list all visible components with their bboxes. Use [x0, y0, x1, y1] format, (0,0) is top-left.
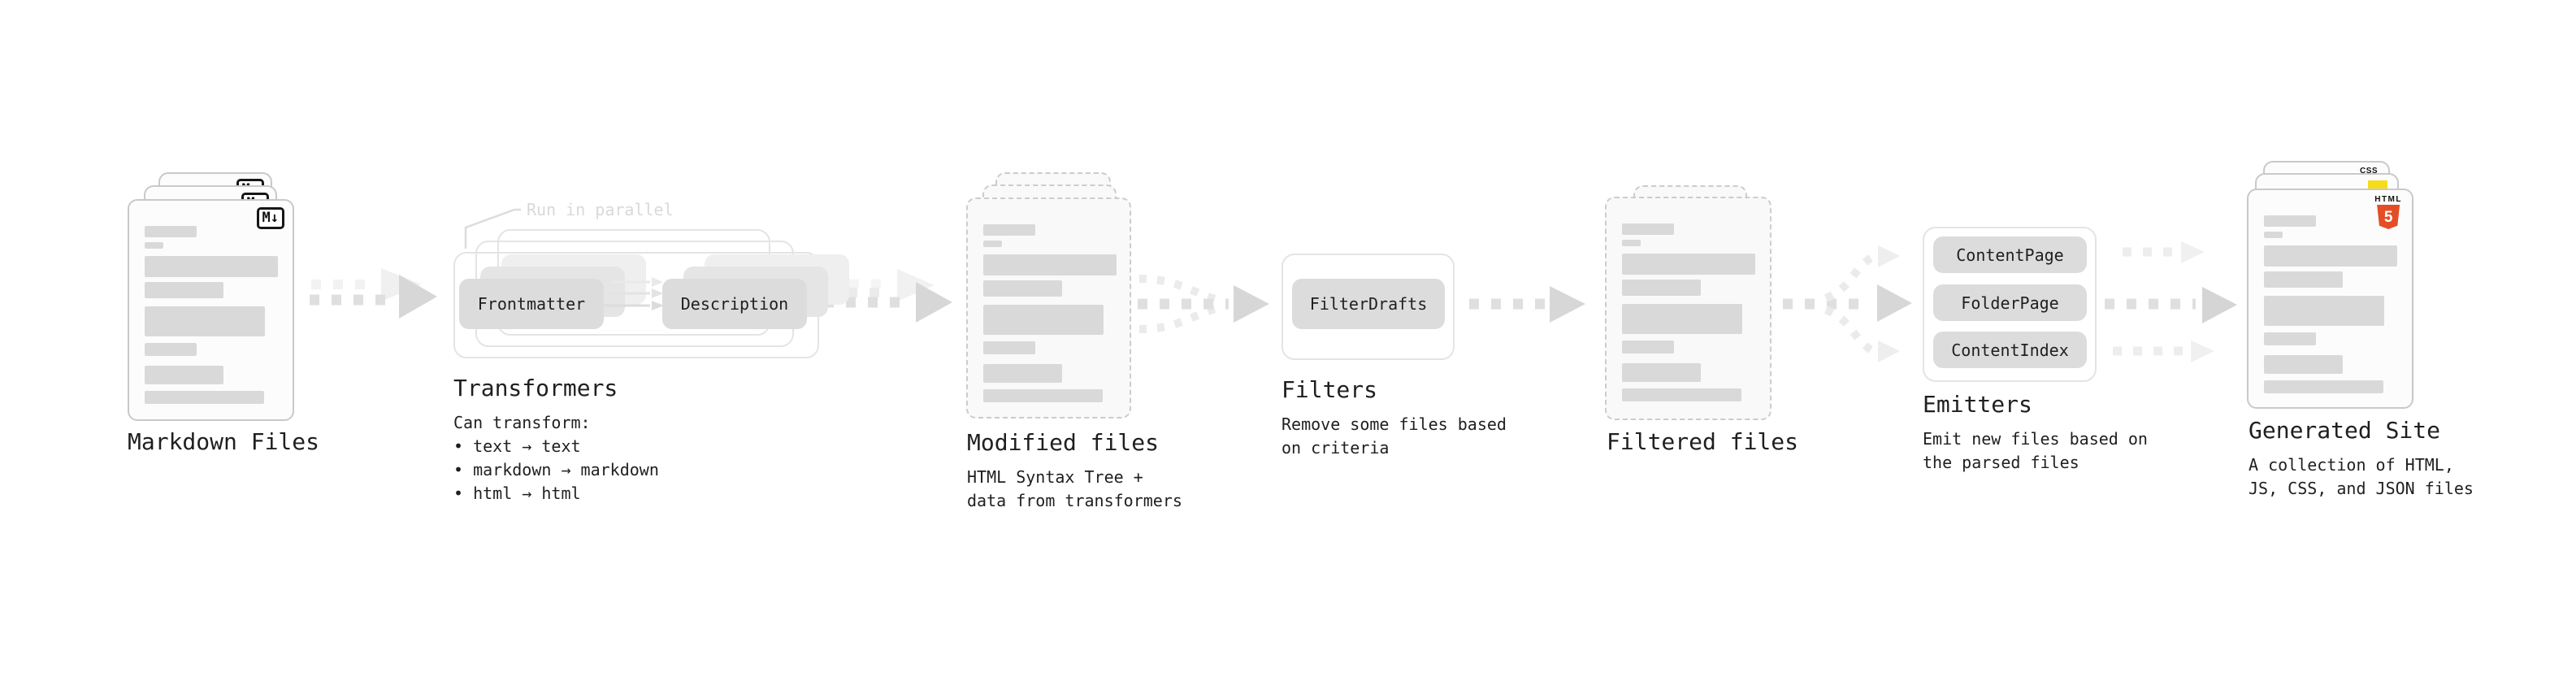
stage-title-emitters: Emitters [1923, 391, 2032, 418]
skeleton-line [983, 389, 1103, 402]
skeleton-line [1622, 340, 1674, 354]
filterdrafts-pill: FilterDrafts [1292, 279, 1445, 329]
contentindex-pill: ContentIndex [1933, 332, 2087, 368]
skeleton-line [2264, 245, 2397, 267]
skeleton-line [1622, 240, 1641, 246]
skeleton-line [145, 306, 265, 336]
skeleton-line [1622, 254, 1755, 275]
skeleton-line [145, 366, 223, 384]
skeleton-line [983, 341, 1035, 354]
skeleton-line [145, 256, 278, 277]
run-in-parallel-leader-line [464, 208, 521, 249]
run-in-parallel-annotation: Run in parallel [527, 200, 674, 219]
stage-title-markdown-files: Markdown Files [128, 428, 320, 455]
skeleton-line [2264, 232, 2283, 238]
skeleton-line [1622, 388, 1741, 401]
skeleton-line [145, 226, 197, 237]
skeleton-line [983, 224, 1035, 236]
skeleton-line [145, 282, 223, 298]
arrow-transformers-to-modified [824, 269, 952, 323]
skeleton-line [983, 241, 1002, 247]
generated-file-card-html: HTML 5 [2247, 189, 2413, 409]
arrow-filters-to-filtered [1469, 286, 1585, 323]
filters-box [1281, 254, 1455, 360]
skeleton-line [2264, 355, 2343, 374]
skeleton-line [1622, 223, 1674, 235]
filtered-file-card-front [1605, 197, 1772, 420]
skeleton-line [2264, 380, 2383, 393]
skeleton-line [2264, 296, 2384, 326]
skeleton-line [2264, 271, 2343, 288]
skeleton-line [2264, 332, 2316, 345]
stage-title-filtered-files: Filtered files [1607, 428, 1799, 455]
arrow-filtered-to-emitters [1783, 245, 1912, 362]
skeleton-line [983, 364, 1062, 383]
markdown-icon: M↓ [256, 207, 284, 229]
stage-title-filters: Filters [1281, 376, 1378, 403]
skeleton-line [1622, 280, 1701, 296]
contentpage-pill: ContentPage [1933, 236, 2087, 273]
skeleton-line [983, 254, 1117, 275]
modified-file-card-front [966, 197, 1131, 419]
arrow-markdown-to-transformers [310, 268, 437, 319]
arrow-emitters-to-generated [2105, 241, 2237, 362]
frontmatter-pill: Frontmatter [459, 279, 604, 329]
skeleton-line [2264, 215, 2316, 227]
stage-title-transformers: Transformers [453, 375, 618, 401]
emitters-caption: Emit new files based on the parsed files [1923, 429, 2148, 472]
folderpage-pill: FolderPage [1933, 284, 2087, 321]
skeleton-line [145, 391, 264, 404]
skeleton-line [983, 305, 1104, 335]
filters-caption: Remove some files based on criteria [1281, 414, 1507, 458]
description-pill: Description [662, 279, 807, 329]
modified-files-caption: HTML Syntax Tree + data from transformer… [967, 467, 1182, 510]
skeleton-line [145, 343, 197, 356]
markdown-file-card-front: M↓ [128, 199, 294, 421]
arrow-modified-to-filters [1138, 275, 1269, 333]
skeleton-line [983, 280, 1062, 297]
skeleton-line [1622, 304, 1742, 334]
html5-icon: HTML 5 [2374, 195, 2402, 229]
skeleton-line [1622, 363, 1701, 382]
generated-site-caption: A collection of HTML, JS, CSS, and JSON … [2249, 455, 2474, 498]
emitters-box [1923, 227, 2097, 382]
transformers-caption: Can transform: • text → text • markdown … [453, 413, 659, 503]
skeleton-line [145, 242, 163, 249]
stage-title-generated-site: Generated Site [2249, 417, 2441, 444]
parallel-transform-arrows [605, 277, 664, 310]
stage-title-modified-files: Modified files [967, 429, 1160, 456]
